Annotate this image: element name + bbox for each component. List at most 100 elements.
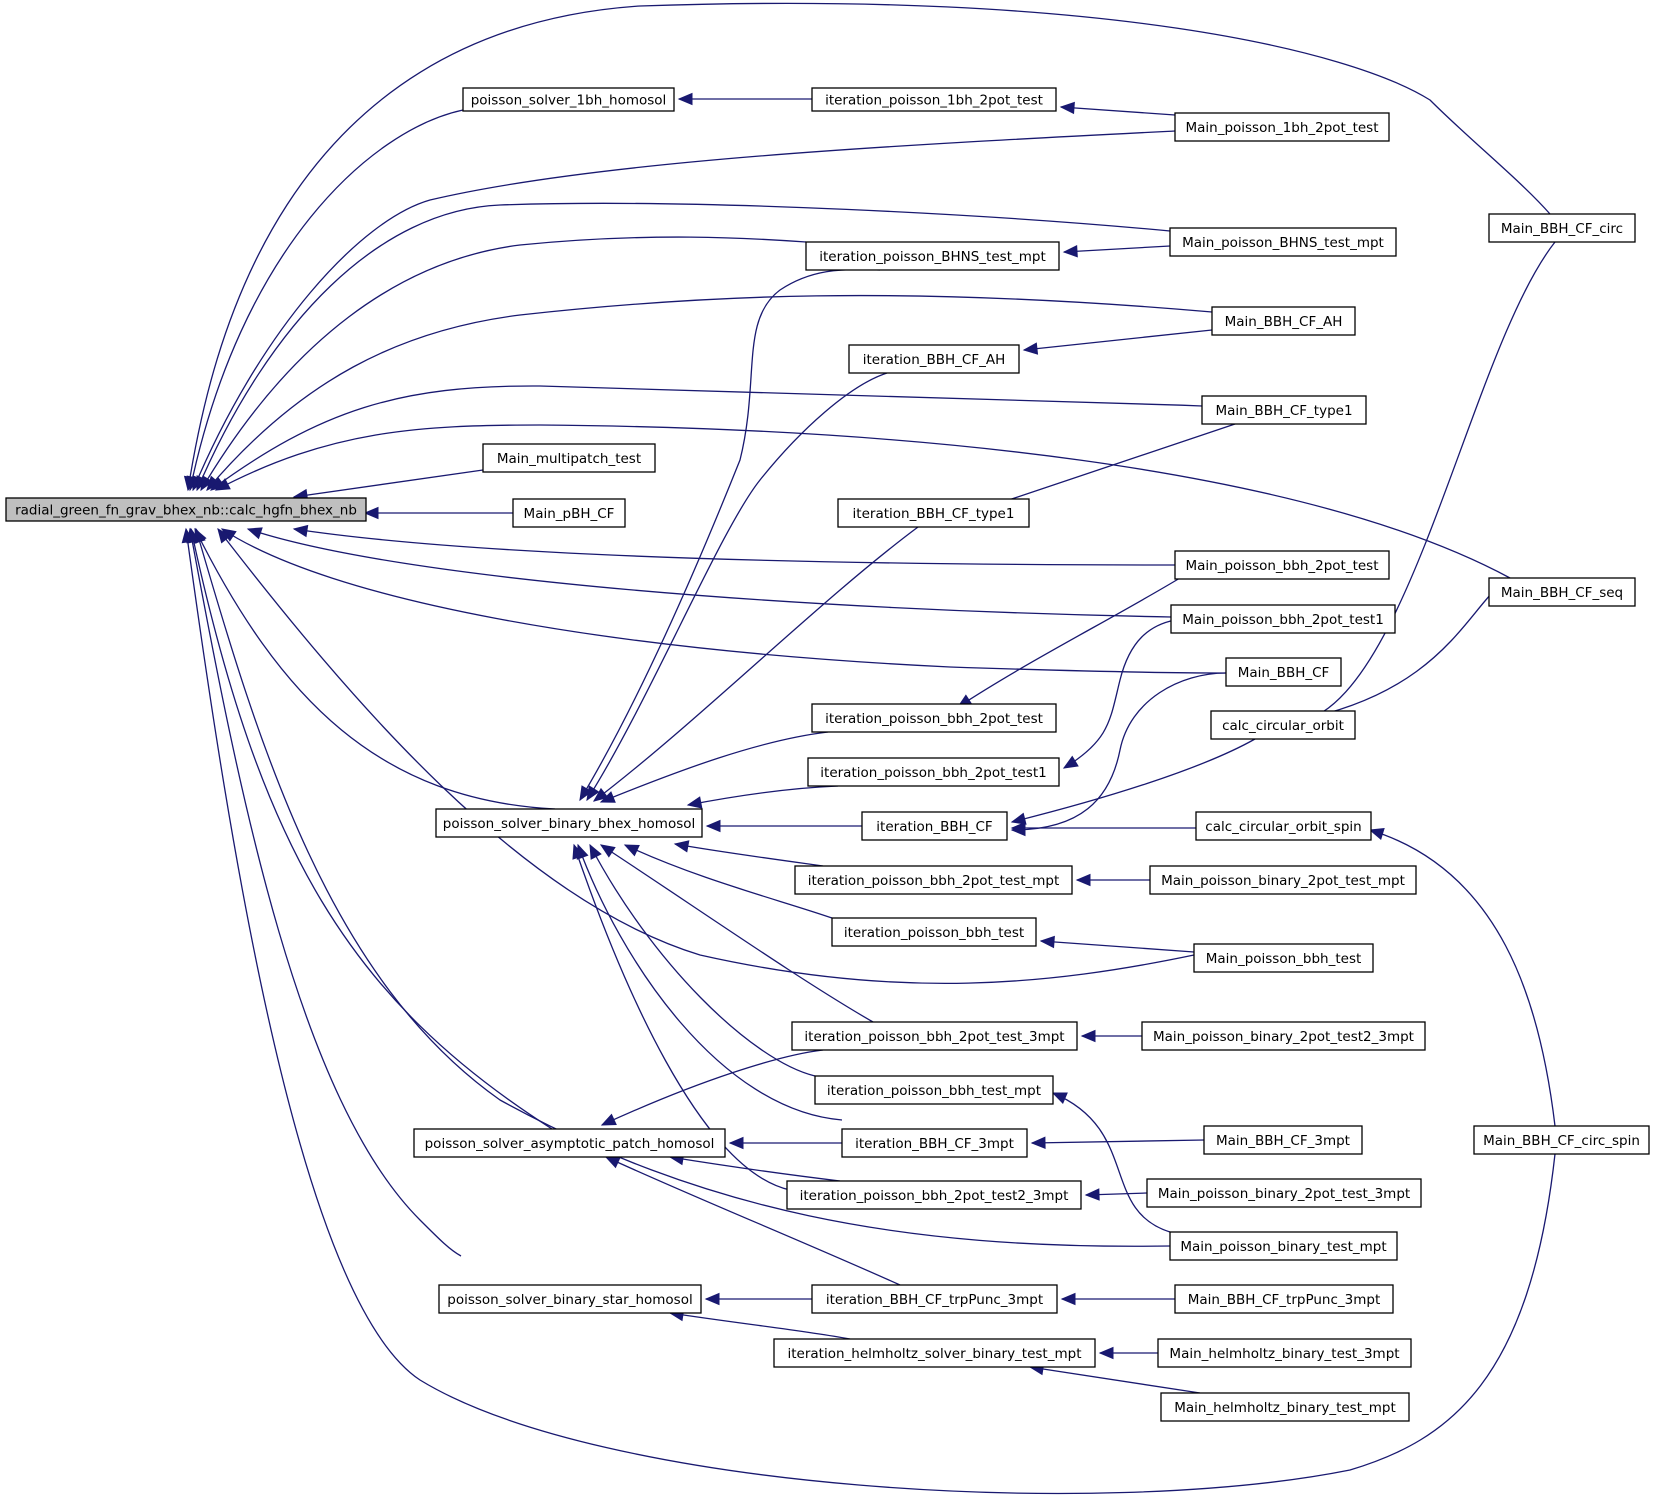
node-mcf[interactable]: Main_BBH_CF — [1225, 657, 1342, 687]
node-label: poisson_solver_binary_bhex_homosol — [443, 816, 696, 832]
node-mseq[interactable]: Main_BBH_CF_seq — [1488, 577, 1636, 607]
arrowhead-icon — [705, 819, 721, 833]
node-ithelm[interactable]: iteration_helmholtz_solver_binary_test_m… — [773, 1338, 1096, 1368]
node-ps1bh[interactable]: poisson_solver_1bh_homosol — [462, 87, 675, 112]
node-mbin2pm[interactable]: Main_poisson_binary_2pot_test_mpt — [1149, 865, 1417, 895]
node-itb2p1[interactable]: iteration_poisson_bbh_2pot_test1 — [807, 757, 1060, 787]
call-edge-47 — [1084, 1188, 1148, 1201]
node-box — [1141, 1021, 1426, 1051]
node-itbt[interactable]: iteration_poisson_bbh_test — [831, 917, 1037, 947]
node-label: calc_circular_orbit — [1222, 718, 1344, 734]
call-edge-41 — [1030, 1136, 1205, 1150]
node-label: calc_circular_orbit_spin — [1205, 819, 1361, 835]
node-mmp[interactable]: Main_multipatch_test — [482, 443, 656, 473]
node-box — [831, 917, 1037, 947]
node-label: iteration_poisson_bbh_2pot_test — [825, 711, 1043, 727]
node-box — [1149, 865, 1417, 895]
node-mcf3[interactable]: Main_BBH_CF_3mpt — [1203, 1125, 1363, 1155]
node-label: Main_BBH_CF_type1 — [1215, 403, 1352, 419]
node-box — [791, 1021, 1078, 1051]
node-mt1[interactable]: Main_BBH_CF_type1 — [1201, 395, 1367, 425]
node-mcirc[interactable]: Main_BBH_CF_circ — [1488, 213, 1636, 243]
node-itb2pm[interactable]: iteration_poisson_bbh_2pot_test_mpt — [794, 865, 1073, 895]
arrowhead-icon — [1062, 755, 1079, 769]
node-itb2p[interactable]: iteration_poisson_bbh_2pot_test — [811, 703, 1057, 733]
node-mhelm3[interactable]: Main_helmholtz_binary_test_3mpt — [1157, 1338, 1412, 1368]
arrowhead-icon — [217, 527, 232, 544]
node-mbin2p3[interactable]: Main_poisson_binary_2pot_test_3mpt — [1146, 1178, 1422, 1208]
node-box — [413, 1128, 726, 1158]
arrowhead-icon — [1060, 1292, 1076, 1306]
call-edge-45 — [728, 1136, 842, 1150]
node-label: Main_poisson_bbh_2pot_test — [1185, 558, 1378, 574]
node-ittrp[interactable]: iteration_BBH_CF_trpPunc_3mpt — [811, 1284, 1058, 1314]
node-label: iteration_poisson_bbh_2pot_test2_3mpt — [800, 1188, 1069, 1204]
call-edge-53 — [668, 1308, 851, 1340]
node-mbin2p23[interactable]: Main_poisson_binary_2pot_test2_3mpt — [1141, 1021, 1426, 1051]
node-itb2p3[interactable]: iteration_poisson_bbh_2pot_test_3mpt — [791, 1021, 1078, 1051]
call-edge-9 — [206, 294, 1213, 491]
call-edge-line — [215, 424, 1511, 579]
arrowhead-icon — [292, 524, 309, 538]
arrowhead-icon — [1030, 1136, 1046, 1150]
node-m1bh[interactable]: Main_poisson_1bh_2pot_test — [1174, 112, 1390, 142]
call-edge-55 — [1028, 1362, 1201, 1394]
call-edge-21 — [592, 526, 919, 802]
node-psbs[interactable]: poisson_solver_binary_star_homosol — [438, 1284, 702, 1314]
node-box — [1170, 604, 1396, 634]
arrowhead-icon — [604, 1156, 621, 1169]
call-edge-57 — [194, 527, 556, 810]
node-box — [805, 241, 1060, 271]
node-label: Main_BBH_CF_seq — [1501, 585, 1623, 601]
call-edge-line — [1011, 672, 1227, 831]
node-label: poisson_solver_asymptotic_patch_homosol — [425, 1136, 715, 1152]
node-itcf3[interactable]: iteration_BBH_CF_3mpt — [841, 1128, 1028, 1158]
node-ccos[interactable]: calc_circular_orbit_spin — [1195, 811, 1372, 841]
node-root[interactable]: radial_green_fn_grav_bhex_nb::calc_hgfn_… — [5, 497, 367, 522]
arrowhead-icon — [1051, 1092, 1068, 1105]
arrowhead-icon — [1022, 342, 1039, 355]
node-label: Main_helmholtz_binary_test_mpt — [1174, 1400, 1396, 1416]
node-label: Main_BBH_CF — [1238, 665, 1330, 681]
arrowhead-icon — [579, 785, 593, 802]
node-mbhns[interactable]: Main_poisson_BHNS_test_mpt — [1169, 227, 1397, 257]
node-mb2p[interactable]: Main_poisson_bbh_2pot_test — [1174, 550, 1390, 580]
call-edge-50 — [604, 1156, 901, 1286]
node-label: iteration_poisson_1bh_2pot_test — [825, 93, 1043, 109]
node-mbintm[interactable]: Main_poisson_binary_test_mpt — [1169, 1231, 1398, 1261]
node-mbt[interactable]: Main_poisson_bbh_test — [1193, 943, 1374, 973]
node-itbhns[interactable]: iteration_poisson_BHNS_test_mpt — [805, 241, 1060, 271]
node-mhelmm[interactable]: Main_helmholtz_binary_test_mpt — [1160, 1392, 1410, 1422]
call-edge-19 — [579, 268, 881, 802]
call-edge-line — [217, 528, 1195, 985]
node-box — [1203, 1125, 1363, 1155]
node-itt1[interactable]: iteration_BBH_CF_type1 — [837, 498, 1030, 528]
node-box — [1160, 1392, 1410, 1422]
node-itbtm[interactable]: iteration_poisson_bbh_test_mpt — [814, 1075, 1054, 1105]
node-psap[interactable]: poisson_solver_asymptotic_patch_homosol — [413, 1128, 726, 1158]
node-mtrp[interactable]: Main_BBH_CF_trpPunc_3mpt — [1174, 1284, 1394, 1314]
node-label: Main_helmholtz_binary_test_3mpt — [1169, 1346, 1399, 1362]
call-edge-line — [1023, 329, 1213, 351]
node-it1bh[interactable]: iteration_poisson_1bh_2pot_test — [811, 87, 1057, 112]
node-box — [773, 1338, 1096, 1368]
node-mah[interactable]: Main_BBH_CF_AH — [1211, 306, 1356, 336]
node-itb2p23[interactable]: iteration_poisson_bbh_2pot_test2_3mpt — [786, 1180, 1082, 1210]
call-edge-10 — [1022, 329, 1213, 355]
call-edge-line — [1060, 106, 1176, 116]
call-edge-line — [293, 528, 1176, 566]
node-itcf[interactable]: iteration_BBH_CF — [861, 811, 1008, 841]
node-mpbh[interactable]: Main_pBH_CF — [512, 498, 626, 528]
node-psbb[interactable]: poisson_solver_binary_bhex_homosol — [435, 808, 703, 838]
node-itah[interactable]: iteration_BBH_CF_AH — [848, 344, 1020, 374]
call-edge-line — [577, 844, 843, 1121]
node-label: Main_BBH_CF_3mpt — [1216, 1133, 1350, 1149]
call-edge-24 — [956, 577, 1181, 708]
node-box — [1174, 550, 1390, 580]
call-edge-line — [669, 1156, 841, 1182]
node-label: Main_poisson_bbh_test — [1206, 951, 1362, 967]
arrowhead-icon — [1084, 1188, 1100, 1201]
node-mb2p1[interactable]: Main_poisson_bbh_2pot_test1 — [1170, 604, 1396, 634]
node-mcircspin[interactable]: Main_BBH_CF_circ_spin — [1473, 1125, 1650, 1155]
node-cco[interactable]: calc_circular_orbit — [1210, 710, 1356, 740]
